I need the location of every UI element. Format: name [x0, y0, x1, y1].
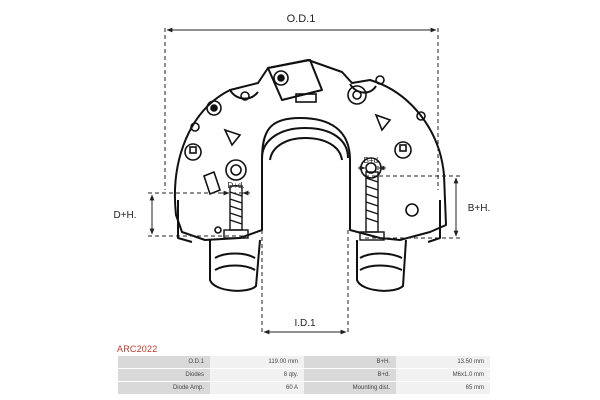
spec-key: O.D.1 — [118, 356, 210, 369]
spec-key: B+d. — [304, 368, 396, 382]
bh-label: B+H. — [468, 203, 491, 214]
part-code: ARC2022 — [117, 344, 158, 354]
spec-value: 60 A — [210, 381, 304, 395]
spec-value: 65 mm — [396, 381, 490, 395]
rectifier-body — [174, 59, 447, 292]
spec-key: Diode Amp. — [118, 381, 210, 395]
table-row: Diode Amp. 60 A Mounting dist. 65 mm — [118, 381, 490, 395]
dimension-lines — [148, 28, 460, 334]
table-row: Diodes 8 qty. B+d. M6x1.0 mm — [118, 368, 490, 382]
dd-label: D+d. — [227, 181, 244, 190]
bd-label: B+d. — [364, 156, 381, 165]
spec-table: O.D.1 119.00 mm B+H. 13.50 mm Diodes 8 q… — [118, 356, 490, 395]
table-row: O.D.1 119.00 mm B+H. 13.50 mm — [118, 356, 490, 369]
spec-value: 8 qty. — [210, 368, 304, 382]
od-label: O.D.1 — [287, 13, 316, 25]
rectifier-details — [184, 70, 426, 234]
dh-label: D+H. — [113, 210, 136, 221]
spec-key: Diodes — [118, 368, 210, 382]
spec-value: 13.50 mm — [396, 356, 490, 369]
spec-key: Mounting dist. — [304, 381, 396, 395]
id-label: I.D.1 — [294, 318, 316, 329]
spec-key: B+H. — [304, 356, 396, 369]
dimension-arrows — [149, 27, 459, 335]
left-bolt — [223, 185, 249, 239]
right-bolt — [359, 171, 385, 241]
spec-value: M6x1.0 mm — [396, 368, 490, 382]
spec-value: 119.00 mm — [210, 356, 304, 369]
rectifier-technical-drawing: O.D.1 I.D.1 D+H. B+H. D+d. B+d. — [113, 13, 491, 335]
